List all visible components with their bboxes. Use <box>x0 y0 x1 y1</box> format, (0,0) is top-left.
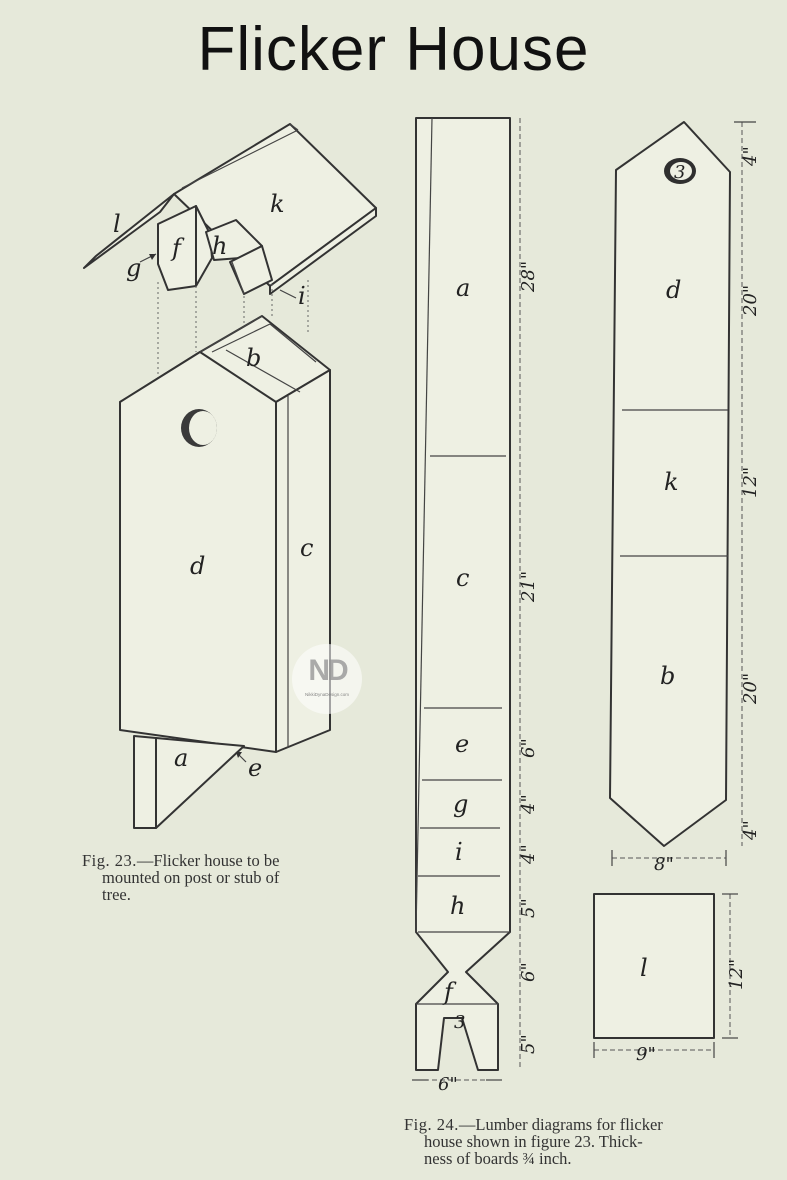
dim-right-width: 8" <box>654 854 674 875</box>
dim-left-4b: 4" <box>518 844 539 865</box>
label-k-roof: k <box>270 190 285 218</box>
figure-24-caption: Fig. 24.—Lumber diagrams for flicker hou… <box>404 1115 663 1168</box>
figure-23-caption: Fig. 23.—Flicker house to be mounted on … <box>82 851 280 904</box>
label-c: c <box>300 534 313 562</box>
dim-left-6a: 6" <box>518 738 539 758</box>
dim-square-width: 9" <box>636 1044 656 1065</box>
label-l-roof: l <box>113 210 121 238</box>
dim-left-5b: 5" <box>518 1034 539 1054</box>
dim-right-20b: 20" <box>740 673 761 705</box>
label-a: a <box>174 744 188 772</box>
label-h: h <box>212 232 227 260</box>
label-k-board: k <box>664 468 679 496</box>
label-d-board: d <box>666 276 681 304</box>
isometric-house <box>83 123 377 829</box>
label-i-board: i <box>455 838 463 866</box>
dim-left-21: 21" <box>518 571 539 603</box>
dim-left-4a: 4" <box>518 794 539 815</box>
label-l-board: l <box>640 954 648 982</box>
dim-right-4b: 4" <box>740 820 761 841</box>
back-board-a <box>133 735 157 829</box>
label-g-board: g <box>453 790 468 818</box>
label-a-board: a <box>456 274 470 302</box>
dim-right-4a: 4" <box>740 146 761 167</box>
dim-left-width: 6" <box>438 1074 458 1095</box>
label-c-board: c <box>456 564 469 592</box>
dim-right-12: 12" <box>740 467 761 498</box>
label-b: b <box>246 344 261 372</box>
label-i: i <box>298 282 306 310</box>
board-square <box>593 893 738 1058</box>
dim-right-20a: 20" <box>740 285 761 317</box>
page-title: Flicker House <box>197 15 590 84</box>
dim-left-28: 28" <box>518 261 539 293</box>
hole-label-left: 3 <box>454 1012 465 1033</box>
label-e-board: e <box>455 730 469 758</box>
watermark-logo: ND NikkiDynaDesign.com <box>292 644 362 714</box>
roof-support-f <box>157 205 197 291</box>
label-e: e <box>248 754 262 782</box>
dim-square-height: 12" <box>726 959 747 990</box>
board-right <box>609 121 756 866</box>
dim-left-6b: 6" <box>518 962 539 982</box>
label-b-board: b <box>660 662 675 690</box>
label-h-board: h <box>450 892 465 920</box>
dim-left-5a: 5" <box>518 898 539 918</box>
hole-label-right: 3 <box>674 162 685 183</box>
label-g: g <box>126 254 141 282</box>
label-d: d <box>190 552 205 580</box>
board-left <box>412 117 521 1081</box>
